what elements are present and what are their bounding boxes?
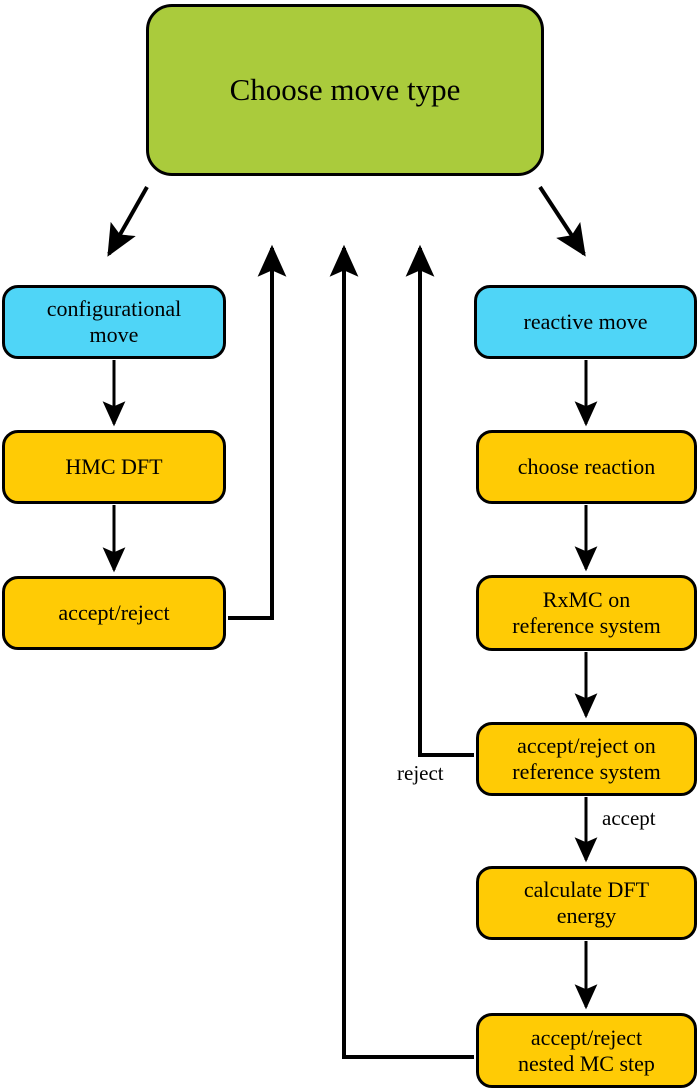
node-reactive-move-label: reactive move — [523, 309, 648, 335]
node-choose-move-type-label: Choose move type — [229, 72, 461, 108]
edge-accept-reject-return — [228, 244, 287, 620]
node-configurational-move-label: configurational move — [46, 296, 182, 347]
node-accept-reject-on-reference-system[interactable]: accept/reject on reference system — [476, 722, 697, 796]
node-hmc-dft[interactable]: HMC DFT — [2, 430, 226, 504]
node-choose-reaction-label: choose reaction — [517, 454, 656, 480]
node-choose-reaction[interactable]: choose reaction — [476, 430, 697, 504]
node-choose-move-type[interactable]: Choose move type — [146, 4, 544, 176]
node-reactive-move[interactable]: reactive move — [474, 285, 697, 359]
edge-label-reject: reject — [397, 761, 444, 785]
edge-reject-return — [405, 244, 474, 757]
node-accept-reject-nested-mc-step[interactable]: accept/reject nested MC step — [476, 1013, 697, 1088]
edge-choose-to-reactive — [538, 185, 586, 257]
edge-label-accept: accept — [602, 806, 656, 830]
node-accept-reject[interactable]: accept/reject — [2, 576, 226, 650]
node-calculate-dft-energy-label: calculate DFT energy — [523, 877, 650, 928]
node-rxmc-on-reference-system[interactable]: RxMC on reference system — [476, 575, 697, 651]
node-accept-reject-label: accept/reject — [58, 600, 170, 626]
node-hmc-dft-label: HMC DFT — [65, 454, 163, 480]
node-rxmc-on-reference-system-label: RxMC on reference system — [512, 587, 661, 638]
edge-choose-to-configurational — [107, 186, 149, 257]
edge-nested-return — [329, 244, 474, 1059]
node-calculate-dft-energy[interactable]: calculate DFT energy — [476, 866, 697, 940]
node-accept-reject-nested-mc-step-label: accept/reject nested MC step — [518, 1024, 655, 1076]
node-configurational-move[interactable]: configurational move — [2, 285, 226, 359]
node-accept-reject-on-reference-system-label: accept/reject on reference system — [512, 733, 661, 784]
